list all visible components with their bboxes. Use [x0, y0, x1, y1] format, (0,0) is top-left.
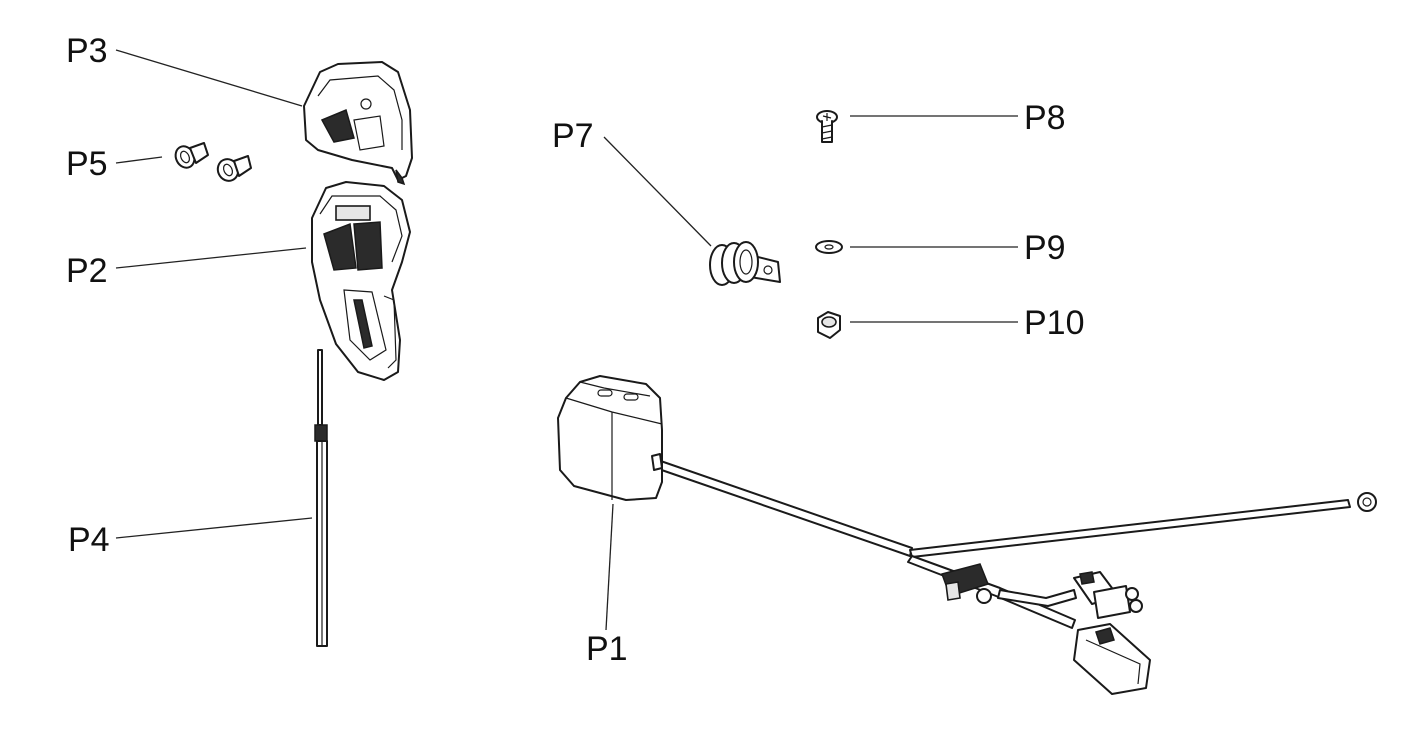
leader-p3 [115, 49, 303, 107]
strap-part-p4 [314, 349, 328, 647]
label-p8: P8 [1024, 99, 1066, 137]
label-p9: P9 [1024, 229, 1066, 267]
leader-p2 [115, 247, 307, 269]
label-p4: P4 [68, 521, 110, 559]
leader-p5 [115, 156, 163, 164]
rivet-part-p5 [174, 142, 252, 182]
label-p5: P5 [66, 145, 108, 183]
leader-p1 [605, 503, 614, 631]
cover-part-p3 [303, 61, 413, 186]
screw-part-p8 [816, 110, 838, 143]
washer-part-p9 [815, 240, 843, 254]
label-p1: P1 [586, 630, 628, 668]
leader-lines [115, 49, 1018, 631]
label-p3: P3 [66, 32, 108, 70]
module-harness-part-p1 [557, 375, 1377, 695]
leader-p7 [603, 136, 712, 247]
leader-p4 [115, 517, 313, 539]
label-p10: P10 [1024, 304, 1085, 342]
label-p2: P2 [66, 252, 108, 290]
clip-part-p7 [709, 241, 781, 286]
label-p7: P7 [552, 117, 594, 155]
remote-part-p2 [311, 181, 411, 381]
nut-part-p10 [817, 311, 841, 339]
